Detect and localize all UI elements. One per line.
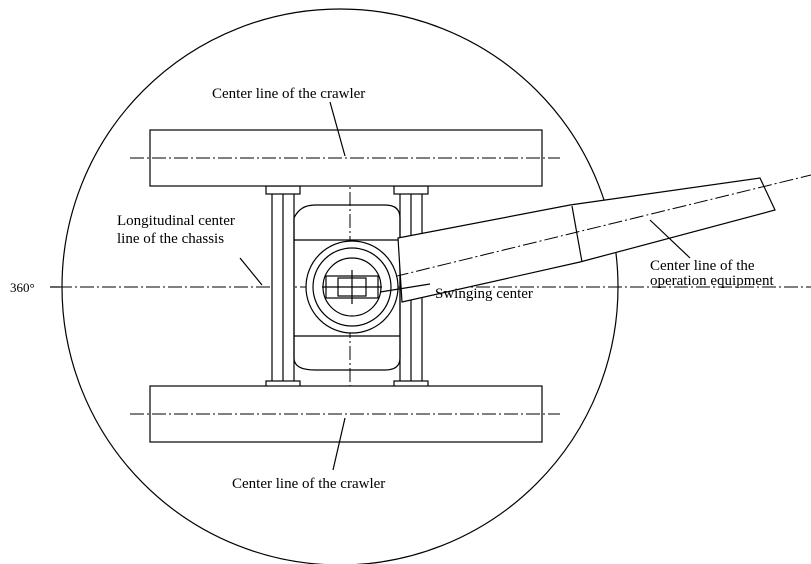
label-swinging: Swinging center <box>435 286 533 302</box>
swing-ring-mid <box>312 247 392 327</box>
boom-centerline <box>351 174 811 288</box>
label-longitudinal-1: Longitudinal center <box>117 213 235 229</box>
boom-section-line <box>571 205 583 263</box>
label-crawler-bottom: Center line of the crawler <box>232 476 385 492</box>
leader-swinging <box>379 283 431 293</box>
label-longitudinal-2: line of the chassis <box>117 231 224 247</box>
flange-tl <box>265 185 301 195</box>
chassis-body <box>293 204 401 371</box>
label-crawler-top: Center line of the crawler <box>212 86 365 102</box>
leader-longitudinal <box>239 257 263 286</box>
label-operation-1: Center line of the <box>650 258 755 274</box>
label-angle: 360° <box>10 280 35 295</box>
boom-outline <box>397 177 776 303</box>
leader-crawler-bottom <box>332 417 346 471</box>
label-operation-2: operation equipment <box>650 273 775 289</box>
flange-tr <box>393 185 429 195</box>
leader-crawler-top <box>329 101 346 157</box>
leader-operation <box>649 219 691 259</box>
